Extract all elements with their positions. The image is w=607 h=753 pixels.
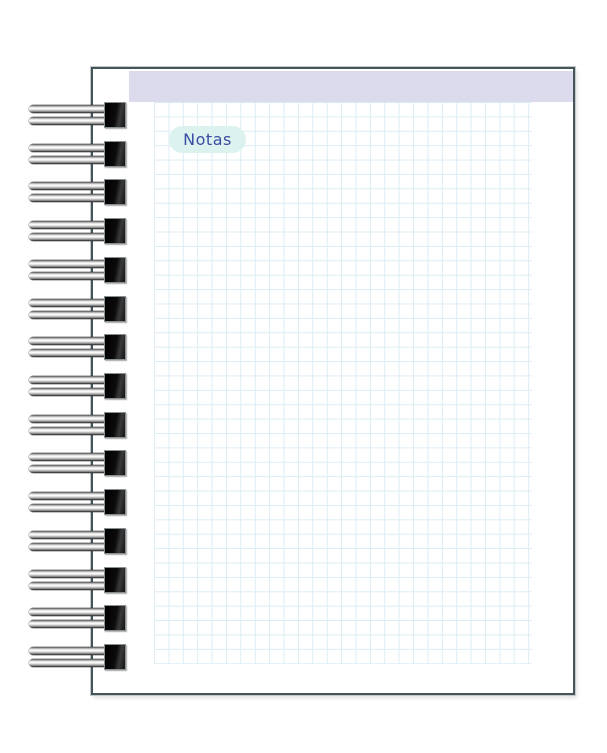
notes-label: Notas: [183, 130, 232, 149]
notes-label-pill: Notas: [169, 126, 246, 153]
notes-grid-area[interactable]: [154, 102, 532, 664]
notebook-page: Notas: [91, 67, 575, 695]
page-header-bar: [129, 71, 573, 102]
